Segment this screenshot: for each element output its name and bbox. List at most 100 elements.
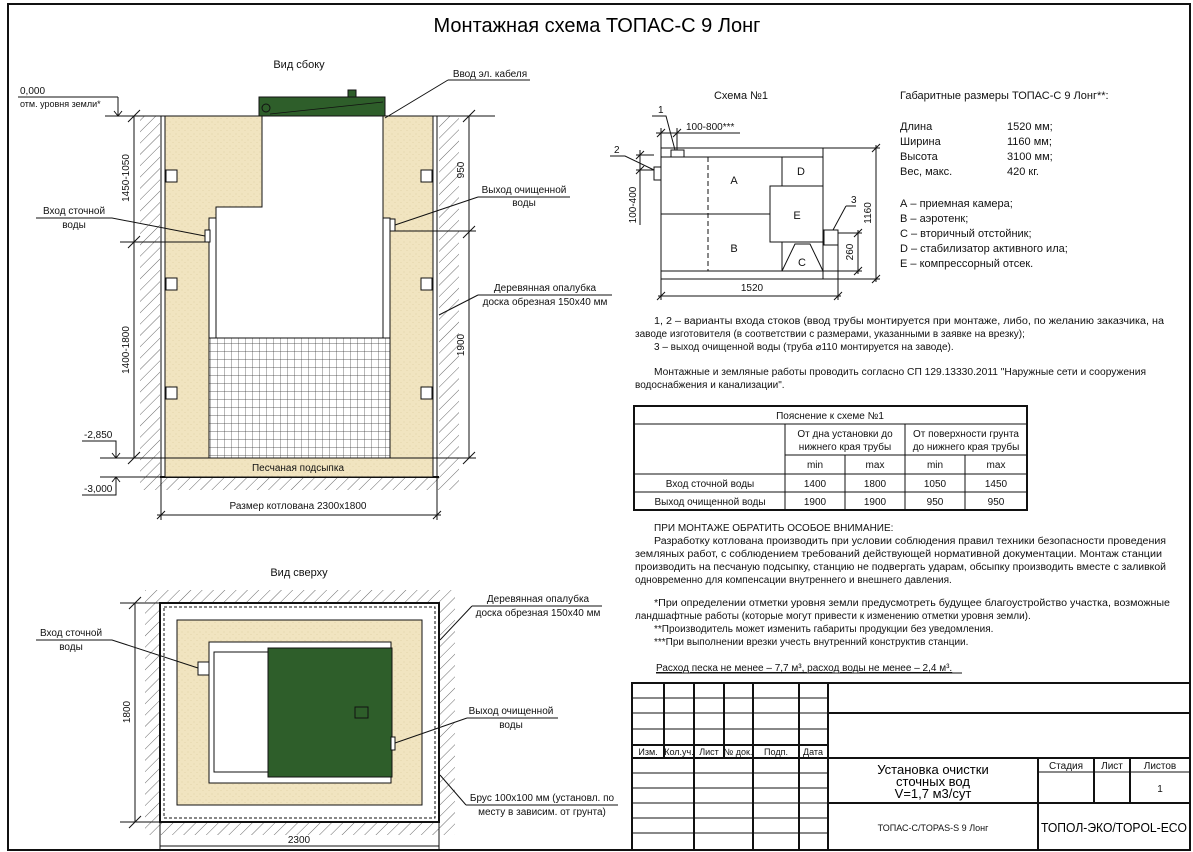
outlet-label: Выход очищенной [482, 185, 567, 196]
side-view: Вид сбоку Песчаная подсыпка 0,00 [18, 59, 612, 520]
scheme-1: Схема №1 A B D E C 1 2 3 100-800*** 100-… [610, 90, 881, 301]
top-inlet-label: Вход сточной [40, 628, 102, 639]
attention-line: земляных работ, с соблюдением требований… [635, 548, 1162, 560]
outlet-pipe-top [390, 736, 396, 751]
company-name: ТОПОЛ-ЭКО/TOPOL-ECO [1041, 820, 1187, 835]
consumption-note: Расход песка не менее – 7,7 м³, расход в… [656, 663, 952, 674]
dim-inlet-bottom: 1400-1800 [121, 326, 132, 374]
top-view-title: Вид сверху [270, 567, 328, 579]
project-volume: V=1,7 м3/сут [895, 786, 972, 801]
beam-label-2: месту в зависим. от грунта) [478, 807, 606, 818]
station-wall-left [208, 217, 217, 339]
spec-value: 3100 мм; [1007, 151, 1053, 163]
table-subheader: max [987, 460, 1006, 471]
note-line: Монтажные и земляные работы проводить со… [654, 366, 1146, 378]
dim-100-800: 100-800*** [686, 122, 734, 133]
inlet-label-2: воды [62, 220, 86, 231]
table-title: Пояснение к схеме №1 [776, 411, 884, 422]
table-group-header: От поверхности грунта [913, 429, 1019, 440]
attention-notes: ПРИ МОНТАЖЕ ОБРАТИТЬ ОСОБОЕ ВНИМАНИЕ: Ра… [635, 523, 1170, 674]
inlet-pipe-top [197, 661, 210, 676]
outlet-pipe [389, 218, 396, 232]
lid-vent [347, 89, 357, 98]
spec-value: 420 кг. [1007, 166, 1039, 178]
side-view-title: Вид сбоку [273, 59, 325, 71]
title-block-header: Дата [803, 747, 823, 757]
label-2: 2 [614, 145, 620, 156]
top-view: Вид сверху 1800 2300 Вход сточной воды Д… [36, 567, 618, 850]
outlet-label-2: воды [512, 198, 536, 209]
station-lid-top [267, 647, 393, 778]
sheet-title: Монтажная схема ТОПАС-С 9 Лонг [434, 15, 761, 37]
spacer-blocks [165, 169, 433, 400]
legend-item: Е – компрессорный отсек. [900, 258, 1033, 270]
table-row-label: Вход сточной воды [666, 479, 754, 490]
top-outlet-label: Выход очищенной [469, 706, 554, 717]
note-line: 3 – выход очищенной воды (труба ⌀110 мон… [654, 341, 954, 353]
sheets-value: 1 [1157, 784, 1163, 795]
spec-value: 1160 мм; [1007, 136, 1052, 148]
sheet-frame [7, 3, 1191, 851]
zone-b-label: B [730, 243, 737, 255]
table-cell: 1050 [924, 479, 947, 490]
spec-label: Ширина [900, 136, 942, 148]
note-line: заводе изготовителя (в соответствии с ра… [635, 329, 1025, 340]
ground-level-note: отм. уровня земли* [20, 99, 101, 109]
table-cell: 1900 [804, 497, 827, 508]
table-subheader: max [866, 460, 885, 471]
pipe-1 [670, 149, 685, 158]
pipe-height-table: Пояснение к схеме №1 От дна установки до… [633, 405, 1028, 511]
legend-item: С – вторичный отстойник; [900, 228, 1032, 240]
sheets-header: Листов [1144, 761, 1177, 772]
attention-line: одновременно для компенсации внутреннего… [635, 575, 952, 586]
dim-width: 1800 [122, 700, 133, 723]
specs: Габаритные размеры ТОПАС-С 9 Лонг**: Дли… [900, 90, 1109, 270]
footnote-line: *При определении отметки уровня земли пр… [654, 597, 1170, 609]
project-name-2: сточных вод [896, 774, 970, 789]
specs-title: Габаритные размеры ТОПАС-С 9 Лонг**: [900, 90, 1109, 102]
level-2850: -2,850 [84, 430, 113, 441]
sand-bed [164, 457, 434, 478]
inlet-pipe [204, 229, 211, 243]
pipe-3 [823, 229, 839, 246]
attention-line: Разработку котлована производить при усл… [654, 535, 1166, 547]
station-lid [258, 96, 386, 117]
table-cell: 950 [988, 497, 1005, 508]
formwork-label-2: доска обрезная 150х40 мм [483, 296, 608, 308]
legend-item: В – аэротенк; [900, 213, 968, 225]
top-formwork-label: Деревянная опалубка [487, 593, 590, 605]
formwork-right [432, 115, 438, 478]
table-group-header: От дна установки до [797, 429, 893, 440]
top-outlet-label-2: воды [499, 720, 523, 731]
dim-1520: 1520 [741, 283, 764, 294]
table-subheader: min [807, 460, 823, 471]
dim-1160: 1160 [863, 202, 874, 224]
spec-label: Вес, макс. [900, 166, 952, 178]
inlet-label: Вход сточной [43, 206, 105, 217]
scheme-title: Схема №1 [714, 90, 768, 102]
footnote-line: ***При выполнении врезки учесть внутренн… [654, 637, 968, 648]
title-block-header: № док. [724, 747, 753, 757]
product-name: ТОПАС-С/TOPAS-S 9 Лонг [878, 823, 989, 833]
pit-size-label: Размер котлована 2300х1800 [230, 501, 367, 512]
formwork-left [160, 115, 166, 478]
legend-item: D – стабилизатор активного ила; [900, 243, 1068, 255]
cable-entry-label: Ввод эл. кабеля [453, 68, 527, 80]
soil-hatch-right [439, 116, 459, 490]
dim-outlet-bottom: 1900 [456, 333, 467, 356]
label-1: 1 [658, 105, 664, 116]
zone-e [769, 185, 824, 243]
dim-length: 2300 [288, 835, 311, 846]
note-line: 1, 2 – варианты входа стоков (ввод трубы… [654, 315, 1164, 327]
project-name: Установка очистки [877, 762, 988, 777]
top-formwork-label-2: доска обрезная 150х40 мм [476, 607, 601, 619]
zone-e-label: E [793, 210, 800, 222]
zone-a-label: A [730, 175, 738, 187]
dim-100-400: 100-400 [628, 186, 639, 223]
table-cell: 1900 [864, 497, 887, 508]
table-row-label: Выход очищенной воды [654, 497, 765, 508]
dim-outlet-top: 950 [456, 161, 467, 178]
table-cell: 1450 [985, 479, 1008, 490]
legend-item: А – приемная камера; [900, 198, 1013, 210]
